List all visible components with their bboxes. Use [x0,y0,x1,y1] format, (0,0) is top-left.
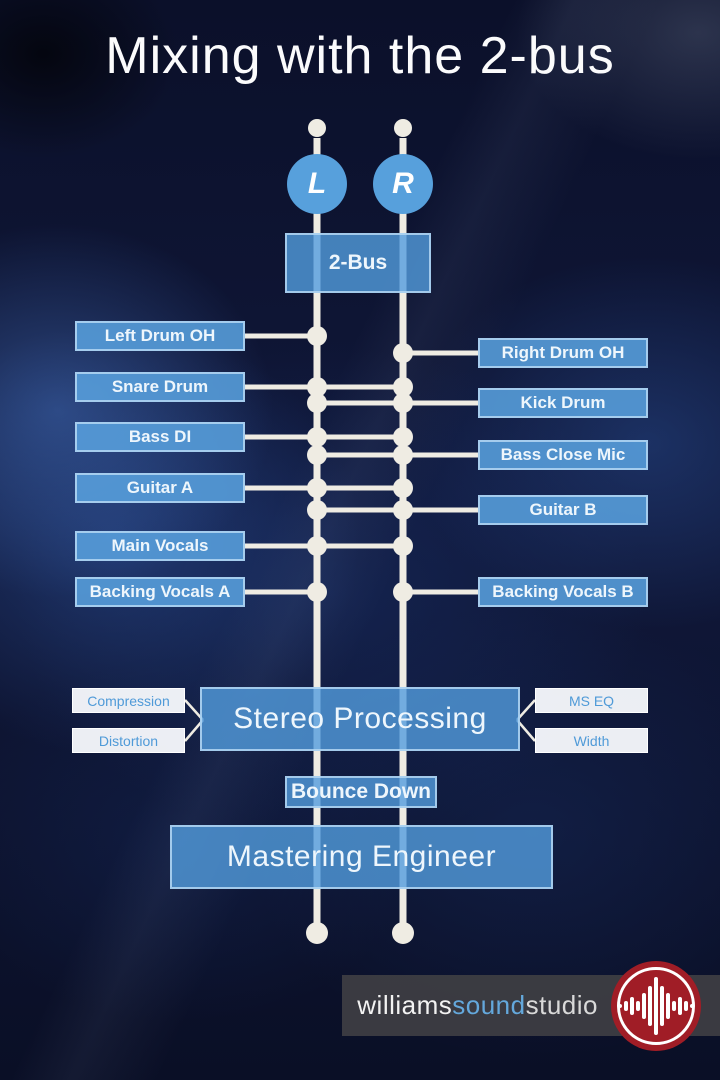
two-bus-box: 2-Bus [285,233,431,293]
mastering-engineer-label: Mastering Engineer [226,840,497,873]
insert-distortion: Distortion [72,728,185,753]
brand-williams: williams [357,990,453,1020]
channel-bass-close-mic: Bass Close Mic [478,440,648,470]
studio-logo [611,961,701,1051]
channel-main-vocals: Main Vocals [75,531,245,561]
left-bus-top-dot [308,119,326,137]
insert-label: Distortion [98,732,159,749]
channel-label: Left Drum OH [104,326,216,345]
insert-ms-eq: MS EQ [535,688,648,713]
insert-label: Compression [87,692,170,709]
channel-label: Bass DI [128,427,192,446]
channel-guitar-a: Guitar A [75,473,245,503]
bounce-down-label: Bounce Down [291,780,431,803]
channel-left-drum-oh: Left Drum OH [75,321,245,351]
junction-dots [307,326,413,602]
stereo-processing-label: Stereo Processing [233,702,487,735]
right-bus-circle: R [373,154,433,214]
channel-guitar-b: Guitar B [478,495,648,525]
insert-compression: Compression [72,688,185,713]
brand-sound: sound [452,990,526,1020]
channel-backing-vocals-a: Backing Vocals A [75,577,245,607]
left-bus-label: L [307,167,327,200]
channel-label: Snare Drum [111,377,209,396]
right-bus-top-dot [394,119,412,137]
channel-backing-vocals-b: Backing Vocals B [478,577,648,607]
left-bus-circle: L [287,154,347,214]
insert-label: Width [573,732,610,749]
channel-label: Backing Vocals A [89,582,231,601]
channel-right-drum-oh: Right Drum OH [478,338,648,368]
right-bus-label: R [392,167,414,200]
insert-label: MS EQ [568,692,615,709]
bounce-down-box: Bounce Down [285,776,437,808]
stereo-processing-box: Stereo Processing [200,687,520,751]
right-bus-end-dot [392,922,414,944]
page-title: Mixing with the 2-bus [105,27,615,85]
brand-studio: studio [525,990,598,1020]
channel-label: Backing Vocals B [492,582,634,601]
mastering-engineer-box: Mastering Engineer [170,825,553,889]
two-bus-label: 2-Bus [328,251,388,274]
channel-label: Bass Close Mic [500,445,626,464]
channel-kick-drum: Kick Drum [478,388,648,418]
channel-snare-drum: Snare Drum [75,372,245,402]
insert-width: Width [535,728,648,753]
left-bus-end-dot [306,922,328,944]
waveform-icon [617,967,695,1045]
channel-label: Right Drum OH [501,343,625,362]
channel-label: Guitar A [126,478,194,497]
channel-label: Guitar B [529,500,597,519]
channel-bass-di: Bass DI [75,422,245,452]
channel-label: Kick Drum [520,393,606,412]
channel-label: Main Vocals [111,536,209,555]
